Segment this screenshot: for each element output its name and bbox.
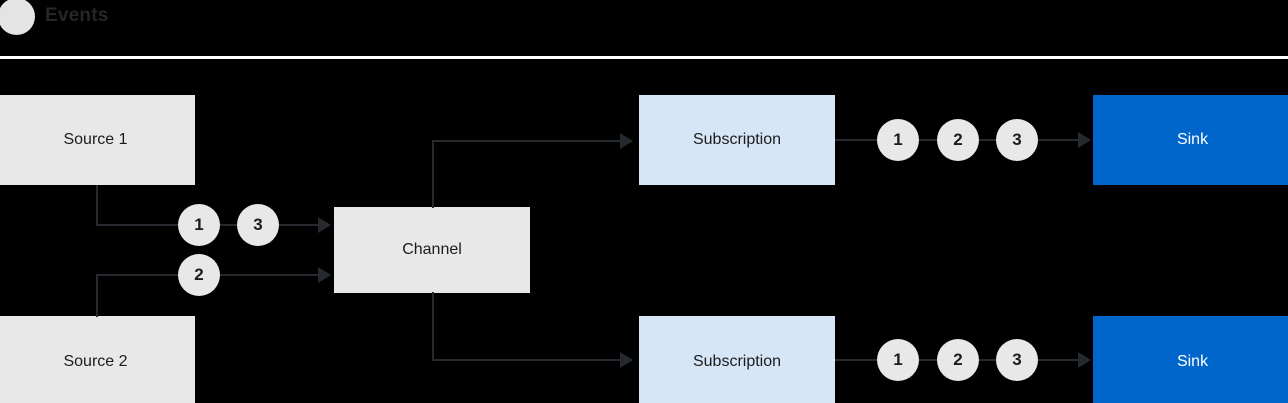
- node-subscription-bottom-label: Subscription: [692, 352, 782, 370]
- node-subscription-top[interactable]: Subscription: [639, 95, 835, 185]
- header-divider: [0, 56, 1288, 59]
- token-sub-top-2: 2: [937, 119, 979, 161]
- token-sub-bottom-3: 3: [996, 339, 1038, 381]
- connector-source1-down: [96, 185, 98, 226]
- token-label: 1: [893, 130, 903, 149]
- token-sub-bottom-2: 2: [937, 339, 979, 381]
- arrow-source1-to-channel: [318, 217, 331, 233]
- token-label: 3: [1012, 350, 1022, 369]
- token-label: 3: [1012, 130, 1022, 149]
- node-source-1[interactable]: Source 1: [0, 95, 195, 185]
- token-source2-a: 2: [178, 254, 220, 296]
- token-sub-bottom-1: 1: [877, 339, 919, 381]
- node-subscription-bottom[interactable]: Subscription: [639, 316, 835, 403]
- token-label: 2: [953, 350, 963, 369]
- node-sink-top[interactable]: Sink: [1093, 95, 1288, 185]
- connector-source2-up: [96, 274, 98, 317]
- node-channel[interactable]: Channel: [334, 207, 530, 293]
- node-source-2-label: Source 2: [63, 352, 128, 370]
- connector-channel-down: [432, 292, 434, 361]
- arrow-sub-top-to-sink: [1078, 132, 1091, 148]
- circle-icon: [0, 0, 35, 35]
- token-sub-top-3: 3: [996, 119, 1038, 161]
- node-sink-bottom[interactable]: Sink: [1093, 316, 1288, 403]
- connector-channel-up: [432, 140, 434, 208]
- node-channel-label: Channel: [402, 241, 462, 258]
- node-source-1-label: Source 1: [63, 131, 128, 148]
- connector-channel-to-sub-bottom: [432, 359, 620, 361]
- token-label: 1: [194, 215, 204, 234]
- token-source1-b: 3: [237, 204, 279, 246]
- arrow-sub-bottom-to-sink: [1078, 352, 1091, 368]
- arrow-channel-to-subscription-top: [620, 133, 633, 149]
- arrow-channel-to-subscription-bottom: [620, 352, 633, 368]
- token-label: 2: [953, 130, 963, 149]
- page-title: Events: [45, 5, 109, 26]
- node-sink-bottom-label: Sink: [1176, 352, 1209, 370]
- token-label: 3: [253, 215, 263, 234]
- connector-channel-to-sub-top: [432, 140, 620, 142]
- token-sub-top-1: 1: [877, 119, 919, 161]
- node-source-2[interactable]: Source 2: [0, 316, 195, 403]
- token-label: 2: [194, 265, 204, 284]
- node-sink-top-label: Sink: [1176, 131, 1209, 148]
- node-subscription-top-label: Subscription: [692, 131, 782, 148]
- token-source1-a: 1: [178, 204, 220, 246]
- token-label: 1: [893, 350, 903, 369]
- arrow-source2-to-channel: [318, 267, 331, 283]
